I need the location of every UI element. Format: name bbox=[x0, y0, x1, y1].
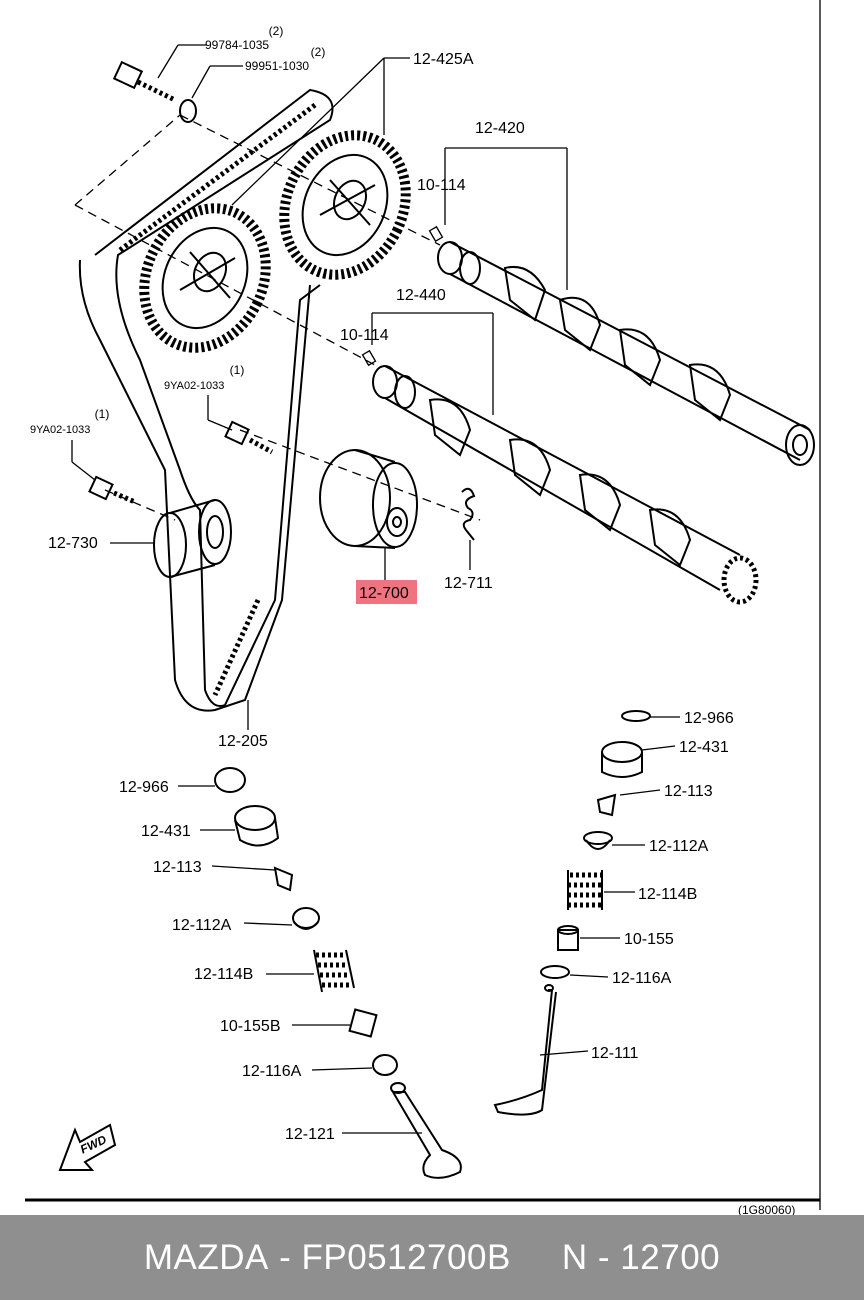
leader-lines bbox=[71, 44, 680, 1134]
label-12-966-left: 12-966 bbox=[119, 779, 169, 796]
label-12-730: 12-730 bbox=[48, 535, 98, 552]
label-12-205: 12-205 bbox=[218, 733, 268, 750]
label-12-440: 12-440 bbox=[396, 287, 446, 304]
valve-stack-left[interactable] bbox=[214, 767, 462, 1179]
timing-belt[interactable] bbox=[78, 88, 334, 712]
label-12-711: 12-711 bbox=[444, 575, 493, 592]
spring-seat-lower-left bbox=[372, 1054, 398, 1076]
label-12-966-right: 12-966 bbox=[684, 710, 734, 727]
label-9ya02-a: 9YA02-1033 bbox=[164, 380, 224, 392]
alignment-lines bbox=[74, 114, 481, 521]
label-12-111: 12-111 bbox=[591, 1045, 639, 1062]
valve-spring-right bbox=[567, 870, 603, 910]
cotter-left bbox=[273, 866, 294, 892]
label-12-116a-right: 12-116A bbox=[612, 970, 672, 987]
footer-sep: - bbox=[268, 1237, 302, 1277]
valve-seal-right bbox=[557, 925, 579, 951]
tensioner-bolt[interactable] bbox=[224, 420, 274, 455]
label-12-113-right: 12-113 bbox=[664, 783, 713, 800]
label-12-431-left: 12-431 bbox=[141, 823, 191, 840]
valve-seal-left bbox=[348, 1008, 378, 1038]
reference-code: (1G80060) bbox=[738, 1203, 795, 1215]
label-10-114-upper: 10-114 bbox=[417, 177, 466, 194]
valve-intake bbox=[390, 1082, 462, 1179]
tappet-left bbox=[234, 805, 280, 847]
valve-exhaust bbox=[493, 984, 557, 1116]
label-99951-qty: (2) bbox=[311, 45, 326, 59]
parts-diagram: FWD bbox=[25, 0, 821, 1215]
pulley-bolt[interactable] bbox=[112, 60, 177, 103]
label-10-155-right: 10-155 bbox=[624, 931, 674, 948]
label-12-431-right: 12-431 bbox=[679, 739, 729, 756]
forward-arrow-icon: FWD bbox=[58, 1123, 117, 1171]
part-labels: (2) 99784-1035 (2) 99951-1030 12-425A 12… bbox=[30, 24, 795, 1215]
footer-gap bbox=[511, 1238, 562, 1278]
label-12-112a-left: 12-112A bbox=[172, 917, 232, 934]
idler-bolt[interactable] bbox=[88, 475, 136, 505]
highlight-box bbox=[356, 580, 417, 604]
label-10-155b-left: 10-155B bbox=[220, 1018, 281, 1035]
label-12-114b-right: 12-114B bbox=[638, 886, 697, 903]
cotter-right bbox=[596, 793, 617, 817]
label-99951: 99951-1030 bbox=[245, 59, 309, 73]
label-99784: 99784-1035 bbox=[205, 38, 269, 52]
valve-spring-left bbox=[313, 949, 355, 993]
spring-seat-right bbox=[583, 831, 613, 850]
label-10-114-lower: 10-114 bbox=[340, 327, 389, 344]
label-12-112a-right: 12-112A bbox=[649, 838, 709, 855]
spring-seat-lower-right bbox=[540, 965, 570, 979]
idler-pulley[interactable] bbox=[153, 499, 232, 578]
cam-pulley-upper[interactable] bbox=[262, 115, 428, 295]
footer-part-number: FP0512700B bbox=[301, 1237, 511, 1277]
pulley-washer[interactable] bbox=[179, 99, 197, 123]
label-12-121: 12-121 bbox=[285, 1126, 335, 1143]
label-12-114b-left: 12-114B bbox=[194, 966, 253, 983]
camshaft-lower[interactable] bbox=[361, 349, 759, 605]
fwd-label: FWD bbox=[78, 1132, 109, 1156]
cam-pulley-lower[interactable] bbox=[122, 188, 288, 368]
label-9ya02-b: 9YA02-1033 bbox=[30, 424, 90, 436]
footer-brand: MAZDA bbox=[143, 1237, 269, 1277]
tensioner-pulley[interactable] bbox=[319, 449, 418, 549]
label-12-425a: 12-425A bbox=[413, 51, 474, 68]
camshaft-upper[interactable] bbox=[428, 225, 815, 466]
shim-right bbox=[621, 710, 651, 722]
label-9ya02-b-qty: (1) bbox=[95, 407, 110, 421]
label-12-116a-left: 12-116A bbox=[242, 1063, 302, 1080]
label-99784-qty: (2) bbox=[269, 24, 284, 38]
label-12-700: 12-700 bbox=[359, 585, 409, 602]
label-12-420: 12-420 bbox=[475, 120, 525, 137]
tensioner-spring[interactable] bbox=[461, 487, 476, 541]
shim-left bbox=[214, 767, 246, 793]
footer-ref: N - 12700 bbox=[561, 1237, 721, 1277]
tappet-right bbox=[601, 741, 643, 778]
footer-bar: MAZDA - FP0512700B N - 12700 bbox=[0, 1215, 864, 1300]
label-12-113-left: 12-113 bbox=[153, 859, 202, 876]
label-9ya02-a-qty: (1) bbox=[230, 363, 245, 377]
valve-stack-right[interactable] bbox=[493, 710, 651, 1116]
spring-seat-left bbox=[292, 907, 320, 930]
